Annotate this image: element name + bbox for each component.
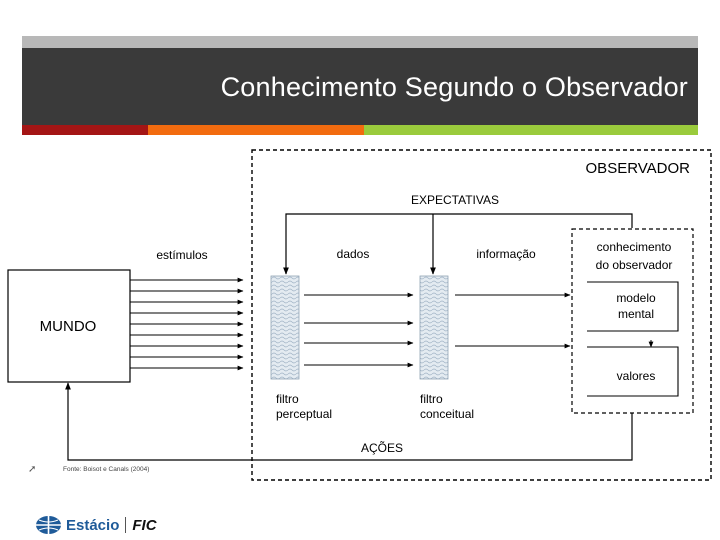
- informacao-label: informação: [476, 247, 536, 261]
- logo-divider: [125, 517, 127, 533]
- filtro-conceitual-label-line1: filtro: [420, 392, 443, 406]
- estimulos-label: estímulos: [156, 248, 207, 262]
- conhecimento-box: [571, 228, 694, 414]
- filtro-perceptual-label-line1: filtro: [276, 392, 299, 406]
- accent-bar-orange: [148, 125, 364, 135]
- modelo-mental-label-line1: modelo: [616, 291, 656, 305]
- informacao-arrows: [455, 292, 571, 349]
- modelo-mental-label-line2: mental: [618, 307, 654, 321]
- logo-wordmark: Estácio: [66, 516, 120, 534]
- expectativas-label: EXPECTATIVAS: [411, 193, 499, 207]
- conhecimento-label-line2: do observador: [596, 258, 673, 272]
- header-top-stripe: [22, 36, 698, 48]
- accent-bar-green: [364, 125, 698, 135]
- logo-sub-wordmark: FIC: [132, 516, 157, 534]
- observador-label: OBSERVADOR: [586, 160, 691, 177]
- filtro-perceptual-label-line2: perceptual: [276, 407, 332, 421]
- valores-bracket: [587, 346, 679, 397]
- observer-boundary: [251, 149, 712, 481]
- acoes-loop: [65, 382, 633, 461]
- mundo-label: MUNDO: [40, 318, 97, 335]
- arrow-bullet-icon: ➚: [28, 464, 37, 475]
- mundo-box: [7, 269, 131, 383]
- estimulos-arrows: [130, 277, 244, 371]
- modelo-mental-bracket: [587, 281, 679, 332]
- accent-bar-red: [22, 125, 148, 135]
- filtro-conceitual-label-line2: conceitual: [420, 407, 474, 421]
- acoes-label: AÇÕES: [361, 440, 403, 455]
- filtro-perceptual-box: [270, 275, 300, 380]
- dados-label: dados: [337, 247, 370, 261]
- filtro-conceitual-box: [419, 275, 449, 380]
- slide-title: Conhecimento Segundo o Observador: [220, 72, 688, 102]
- conhecimento-label-line1: conhecimento: [597, 240, 672, 254]
- source-note: Fonte: Boisot e Canals (2004): [63, 466, 150, 473]
- dados-arrows: [304, 292, 414, 368]
- globe-icon: [36, 516, 61, 534]
- estacio-logo: Estácio FIC: [35, 514, 157, 536]
- valores-label: valores: [617, 369, 656, 383]
- title-band: Conhecimento Segundo o Observador: [22, 48, 698, 125]
- expectativas-loop: [283, 213, 633, 275]
